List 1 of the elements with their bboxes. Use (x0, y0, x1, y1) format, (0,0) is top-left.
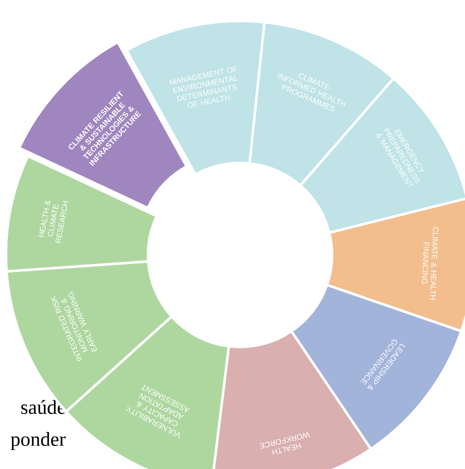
page-text: ponder (10, 432, 66, 450)
